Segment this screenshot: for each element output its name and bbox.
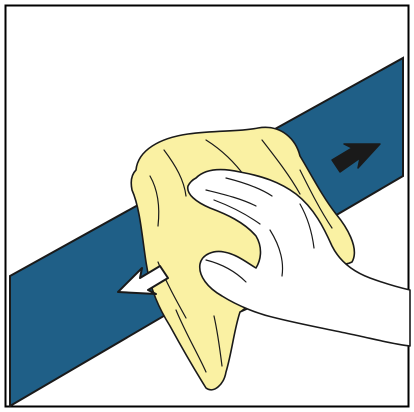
- wiping-illustration: [0, 0, 414, 412]
- illustration-frame: [0, 0, 414, 412]
